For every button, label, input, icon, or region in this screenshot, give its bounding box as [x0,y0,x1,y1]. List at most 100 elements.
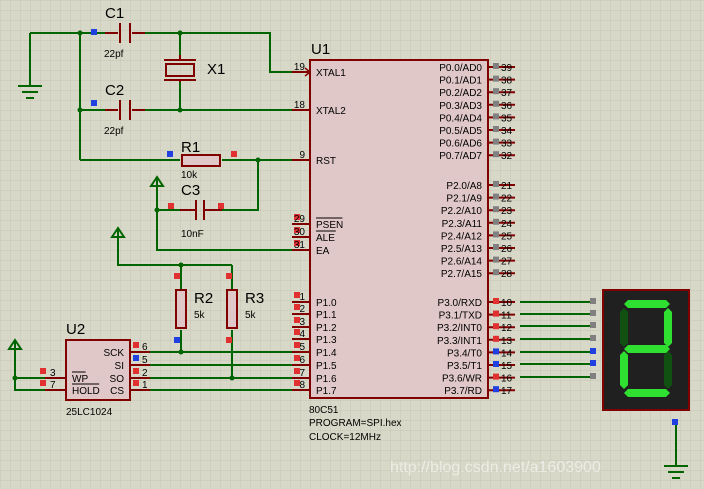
eeprom-pin-cs[interactable]: 1CS [110,380,150,397]
capacitor-c1[interactable]: C1 22pf [91,5,145,60]
mcu-pin-p1-0[interactable]: 1P1.0 [292,292,337,309]
eeprom-pin-si[interactable]: 5SI [115,355,150,372]
display-segments [620,300,672,397]
mcu-pin-p1-7[interactable]: 8P1.7 [292,380,337,397]
mcu-pin-number: 29 [294,214,306,225]
mcu-pin-p1-6[interactable]: 7P1.6 [292,368,337,385]
mcu-pin-number: 25 [501,231,513,242]
mcu-pin-label: P2.2/A10 [441,206,483,217]
seven-segment-display[interactable] [590,289,690,425]
mcu-pin-label: P3.0/RXD [438,298,482,309]
resistor-r2[interactable]: R2 5k [174,273,213,343]
mcu-pin-label: XTAL2 [316,106,346,117]
mcu-pin-number: 23 [501,206,513,217]
mcu-pin-number: 14 [501,348,513,359]
mcu-pin-p2-2-a10[interactable]: 23 P2.2/A10 [441,206,515,217]
mcu-pin-p1-1[interactable]: 2P1.1 [292,304,337,321]
mcu-pin-label: P3.1/TXD [439,311,482,322]
wires [14,32,677,466]
mcu-pin-p3-6-wr[interactable]: 16 P3.6/WR [442,373,515,385]
mcu-pin-label: P1.0 [316,298,337,309]
display-pin [590,322,596,328]
eeprom-pin-wp[interactable]: 3WP [40,368,88,385]
ground-symbol-right [664,465,688,479]
eeprom-part: 25LC1024 [66,407,113,418]
mcu-pin-label: ALE [316,233,335,244]
mcu-pin-number: 30 [294,227,306,238]
display-pin [590,310,596,316]
mcu-pin-label: P3.3/INT1 [437,336,482,347]
mcu-pin-p1-5[interactable]: 6P1.5 [292,355,337,372]
segment-f [620,308,628,347]
r3-value: 5k [245,310,257,321]
eeprom-pin-so[interactable]: 2SO [110,368,150,385]
mcu-pin-number: 31 [294,240,306,251]
mcu-pin-label: P3.7/RD [444,386,482,397]
resistor-r1[interactable]: R1 10k [167,139,237,181]
segment-c [664,351,672,389]
mcu-pin-label: P3.5/T1 [447,361,482,372]
mcu-u1[interactable]: U1 80C51 PROGRAM=SPI.hex CLOCK=12MHz 19X… [292,41,515,443]
mcu-body[interactable] [309,59,489,399]
mcu-pin-number: 38 [501,76,513,87]
ground-symbol-left [18,85,42,99]
eeprom-body[interactable] [65,339,131,401]
mcu-pin-label: P2.0/A8 [446,181,482,192]
mcu-pin-number: 36 [501,101,513,112]
mcu-pin-number: 16 [501,374,513,385]
r1-value: 10k [181,170,198,181]
mcu-pin-p1-3[interactable]: 4P1.3 [292,329,337,346]
resistor-r3[interactable]: R3 5k [226,273,264,343]
capacitor-c3[interactable]: C3 10nF [168,182,224,240]
crystal-x1[interactable]: X1 [164,55,225,82]
mcu-pin-number: 22 [501,194,513,205]
mcu-pin-label: P3.6/WR [442,374,482,385]
x1-ref: X1 [207,61,225,78]
display-pin [590,335,596,341]
mcu-part: 80C51 [309,405,339,416]
c2-ref: C2 [105,82,124,99]
capacitor-c2[interactable]: C2 22pf [91,82,145,137]
mcu-pin-label: P2.7/A15 [441,269,483,280]
mcu-pin-number: 39 [501,63,513,74]
mcu-pin-number: 8 [299,380,305,391]
mcu-pin-label: P2.3/A11 [442,219,483,230]
mcu-pin-p1-4[interactable]: 5P1.4 [292,342,337,359]
mcu-pin-p1-2[interactable]: 3P1.2 [292,317,337,334]
mcu-pin-label: P2.5/A13 [441,244,483,255]
c2-value: 22pf [104,126,124,137]
c3-value: 10nF [181,229,204,240]
